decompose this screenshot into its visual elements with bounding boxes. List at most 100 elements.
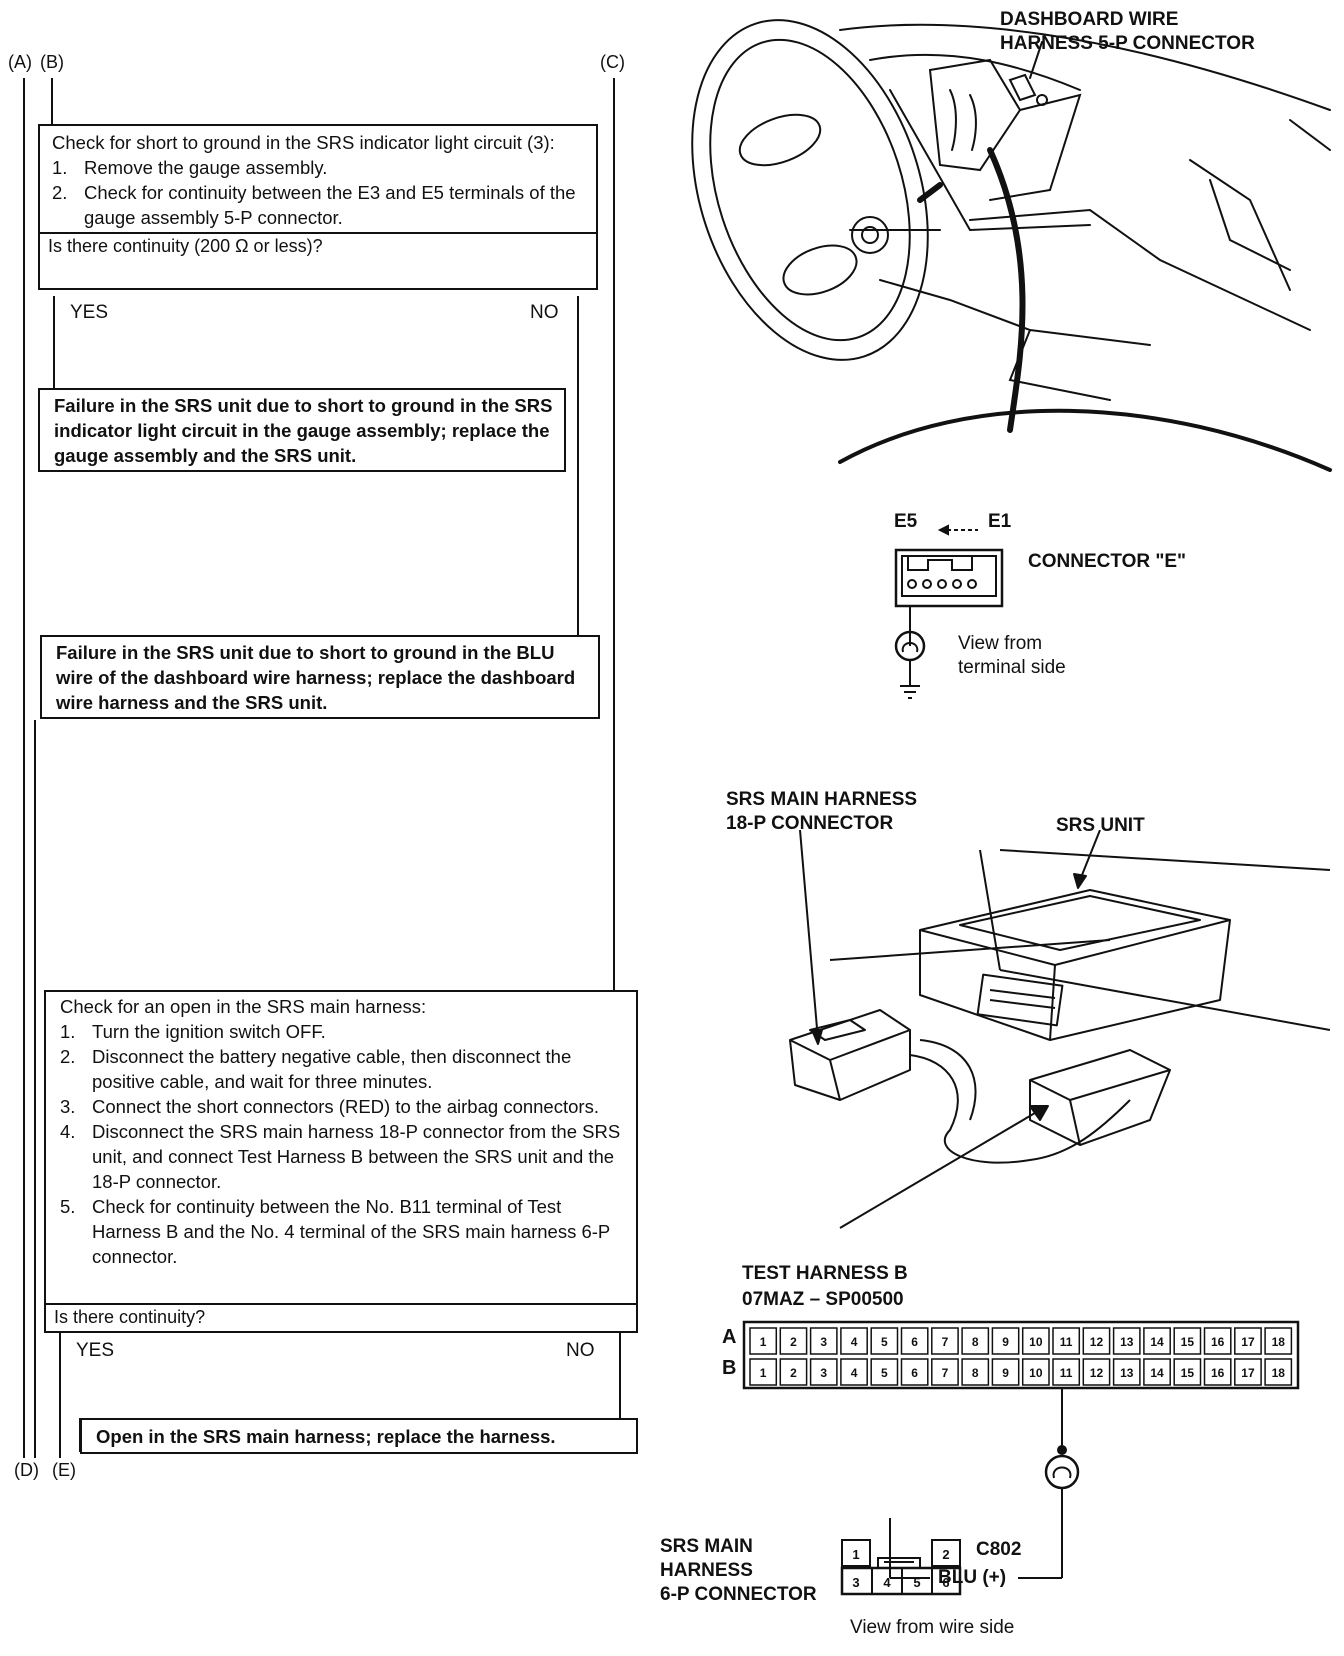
pin-a-15: 15	[1181, 1335, 1195, 1349]
check-short-no: NO	[530, 302, 559, 323]
pin-cell	[931, 1327, 959, 1355]
pin-a-12: 12	[1090, 1335, 1104, 1349]
check-open-no: NO	[566, 1340, 595, 1361]
pin-cell	[779, 1358, 808, 1386]
pin-a-9: 9	[1002, 1335, 1009, 1349]
pin-cell	[1203, 1327, 1232, 1355]
srs-main-label-1: SRS MAIN HARNESS	[726, 789, 918, 810]
pin-a-10: 10	[1029, 1335, 1043, 1349]
pin-cell	[1021, 1327, 1050, 1355]
pin-b-17: 17	[1241, 1366, 1255, 1380]
check-short-yes: YES	[70, 302, 109, 323]
flow-label-a: (A)	[8, 52, 32, 72]
pin-a-7: 7	[942, 1335, 949, 1349]
pin-b-10: 10	[1029, 1366, 1043, 1380]
pin-b-15: 15	[1181, 1366, 1195, 1380]
dash-wire-label-1: DASHBOARD WIRE	[1000, 9, 1179, 30]
pin-a-8: 8	[972, 1335, 979, 1349]
check-open-step-2: 2. Disconnect the battery negative cable…	[60, 1046, 572, 1092]
pin-a-16: 16	[1211, 1335, 1225, 1349]
pin-a-5: 5	[881, 1335, 888, 1349]
row-b-label: B	[722, 1357, 737, 1379]
six-pin-5: 5	[913, 1575, 920, 1590]
check-short-step-2: 2. Check for continuity between the E3 a…	[52, 182, 576, 228]
pin-cell	[1173, 1327, 1202, 1355]
pin-cell	[870, 1327, 899, 1355]
pin-b-7: 7	[942, 1366, 949, 1380]
pin-cell	[809, 1327, 838, 1355]
steering-wheel-rim	[691, 19, 929, 361]
six-pin-6: 6	[942, 1575, 949, 1590]
pin-cell	[1234, 1358, 1262, 1386]
test-harness-label-2: 07MAZ – SP00500	[742, 1289, 904, 1310]
pin-cell	[779, 1327, 808, 1355]
pin-cell	[961, 1327, 990, 1355]
result-dash-box: Failure in the SRS unit due to short to …	[40, 635, 600, 719]
pin-a-17: 17	[1241, 1335, 1255, 1349]
connector-e-body	[894, 548, 1004, 608]
pin-a-1: 1	[760, 1335, 767, 1349]
pin-b-12: 12	[1090, 1366, 1104, 1380]
view-terminal-1: View from	[958, 633, 1043, 654]
pin-cell	[900, 1327, 929, 1355]
pin-cell	[1052, 1358, 1081, 1386]
check-open-intro: Check for an open in the SRS main harnes…	[60, 996, 427, 1017]
ohmmeter-icon-2	[1044, 1454, 1080, 1490]
test-harness-label-1: TEST HARNESS B	[742, 1263, 908, 1284]
dash-wire-label-2: HARNESS 5-P CONNECTOR	[1000, 33, 1255, 54]
pin-cell	[840, 1358, 868, 1386]
check-open-step-1: 1. Turn the ignition switch OFF.	[60, 1021, 326, 1042]
pin-cell	[840, 1327, 868, 1355]
srs-18p-connector	[789, 1009, 911, 1101]
pin-b-5: 5	[881, 1366, 888, 1380]
pin-cell	[1021, 1358, 1050, 1386]
pin-cell	[1264, 1327, 1293, 1355]
pin-b-9: 9	[1002, 1366, 1009, 1380]
pin-cell	[1112, 1327, 1141, 1355]
pin-cell	[1143, 1327, 1171, 1355]
six-p-label-2: HARNESS	[660, 1560, 753, 1581]
view-terminal-2: terminal side	[958, 657, 1066, 678]
label-e5: E5	[894, 511, 918, 532]
pin-cell	[900, 1358, 929, 1386]
pin-a-4: 4	[851, 1335, 858, 1349]
label-e1: E1	[988, 511, 1012, 532]
flow-label-d: (D)	[14, 1460, 39, 1480]
flow-label-c: (C)	[600, 52, 625, 72]
pin-a-3: 3	[820, 1335, 827, 1349]
check-open-yes: YES	[76, 1340, 115, 1361]
pin-b-6: 6	[911, 1366, 918, 1380]
pin-cell	[931, 1358, 959, 1386]
pin-b-4: 4	[851, 1366, 858, 1380]
pin-cell	[749, 1327, 778, 1355]
pin-cell	[991, 1327, 1020, 1355]
pin-a-18: 18	[1272, 1335, 1286, 1349]
srs-unit-illustration	[789, 830, 1330, 1229]
pin-b-3: 3	[820, 1366, 827, 1380]
flow-lines	[23, 78, 621, 1458]
view-wire-side: View from wire side	[850, 1617, 1015, 1638]
six-pin-4: 4	[883, 1575, 891, 1590]
check-open-question: Is there continuity?	[46, 1303, 636, 1331]
pin-b-2: 2	[790, 1366, 797, 1380]
check-short-box: Check for short to ground in the SRS ind…	[38, 124, 598, 290]
pin-b-8: 8	[972, 1366, 979, 1380]
pin-a-6: 6	[911, 1335, 918, 1349]
pin-cell	[1082, 1327, 1111, 1355]
dashboard-illustration	[691, 19, 1332, 472]
test-harness-block	[1029, 1049, 1171, 1146]
check-short-question: Is there continuity (200 Ω or less)?	[40, 232, 596, 260]
six-pin-3: 3	[852, 1575, 859, 1590]
check-short-intro: Check for short to ground in the SRS ind…	[52, 132, 555, 153]
pin-a-14: 14	[1150, 1335, 1164, 1349]
pin-b-16: 16	[1211, 1366, 1225, 1380]
gauge-cluster	[928, 58, 1022, 172]
srs-unit-label: SRS UNIT	[1056, 815, 1145, 836]
pin-b-1: 1	[760, 1366, 767, 1380]
result-open-box: Open in the SRS main harness; replace th…	[80, 1418, 638, 1454]
pin-cell	[1234, 1327, 1262, 1355]
pin-cell	[991, 1358, 1020, 1386]
pin-b-14: 14	[1150, 1366, 1164, 1380]
six-pin-2: 2	[942, 1547, 949, 1562]
c802-label: C802	[976, 1539, 1022, 1560]
